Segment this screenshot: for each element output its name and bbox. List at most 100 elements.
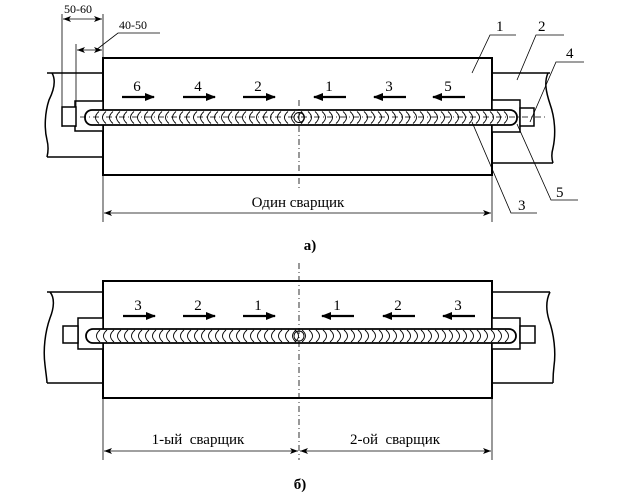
weld-ripple bbox=[434, 329, 439, 343]
weld-ripple bbox=[504, 329, 509, 343]
weld-ripple bbox=[131, 329, 136, 343]
weld-ripple bbox=[95, 111, 100, 124]
weld-ripple bbox=[215, 329, 220, 343]
pass-number: 6 bbox=[133, 79, 141, 95]
weld-ripple bbox=[349, 111, 354, 124]
weld-ripple bbox=[461, 111, 466, 124]
weld-ripple bbox=[328, 111, 333, 124]
left-clamp-bar bbox=[44, 72, 103, 158]
weld-ripple bbox=[249, 111, 254, 124]
left-clamp-bar bbox=[43, 291, 103, 384]
weld-ripple bbox=[385, 329, 390, 343]
weld-ripple bbox=[193, 111, 198, 124]
weld-ripple bbox=[158, 111, 163, 124]
weld-ripple bbox=[277, 111, 282, 124]
callout-label-2: 2 bbox=[538, 19, 546, 35]
callout-leader-4 bbox=[529, 61, 584, 123]
pass-number: 1 bbox=[333, 298, 341, 314]
weld-ripple bbox=[490, 329, 495, 343]
left-tab-small bbox=[62, 325, 79, 344]
weld-ripple bbox=[264, 329, 269, 343]
weld-ripple bbox=[138, 329, 143, 343]
weld-ripple bbox=[454, 111, 459, 124]
weld-ripple bbox=[398, 111, 403, 124]
weld-ripple bbox=[257, 329, 262, 343]
weld-ripple bbox=[278, 329, 283, 343]
weld-ripple bbox=[419, 111, 424, 124]
weld-ripple bbox=[208, 329, 213, 343]
weld-ripple bbox=[200, 111, 205, 124]
weld-ripple bbox=[475, 111, 480, 124]
weld-ripple bbox=[363, 111, 368, 124]
weld-ripple bbox=[391, 111, 396, 124]
weld-ripple bbox=[222, 329, 227, 343]
weld-ripple bbox=[186, 111, 191, 124]
pass-number: 3 bbox=[134, 298, 142, 314]
weld-ripple bbox=[399, 329, 404, 343]
callout-label-5: 5 bbox=[556, 185, 564, 201]
weld-ripple bbox=[187, 329, 192, 343]
right-clamp-bar bbox=[492, 291, 556, 384]
weld-ripple bbox=[335, 111, 340, 124]
weld-ripple bbox=[180, 329, 185, 343]
weld-ripple bbox=[370, 111, 375, 124]
weld-ripple bbox=[242, 111, 247, 124]
weld-ripple bbox=[172, 111, 177, 124]
pass-number: 1 bbox=[325, 79, 333, 95]
span-label-welder-1: 1-ый сварщик bbox=[152, 432, 245, 448]
weld-ripple bbox=[235, 111, 240, 124]
weld-ripple bbox=[314, 111, 319, 124]
weld-ripple bbox=[343, 329, 348, 343]
weld-ripple bbox=[315, 329, 320, 343]
weld-ripple bbox=[440, 111, 445, 124]
weld-ripple bbox=[236, 329, 241, 343]
weld-ripple bbox=[292, 329, 297, 343]
weld-ripple bbox=[321, 111, 326, 124]
callout-label-1: 1 bbox=[496, 19, 504, 35]
weld-ripple bbox=[441, 329, 446, 343]
weld-ripple bbox=[462, 329, 467, 343]
weld-ripple bbox=[214, 111, 219, 124]
weld-ripple bbox=[256, 111, 261, 124]
weld-ripple bbox=[165, 111, 170, 124]
pass-number: 2 bbox=[194, 298, 202, 314]
pass-number: 2 bbox=[394, 298, 402, 314]
weld-ripple bbox=[300, 111, 305, 124]
weld-ripple bbox=[294, 329, 299, 343]
weld-ripple bbox=[137, 111, 142, 124]
weld-ripple bbox=[476, 329, 481, 343]
weld-ripple bbox=[110, 329, 115, 343]
weld-ripple bbox=[405, 111, 410, 124]
weld-ripple bbox=[469, 329, 474, 343]
pass-number: 4 bbox=[194, 79, 202, 95]
weld-ripples bbox=[96, 329, 509, 343]
weld-ripple bbox=[356, 111, 361, 124]
weld-ripple bbox=[447, 111, 452, 124]
weld-ripple bbox=[263, 111, 268, 124]
weld-ripple bbox=[489, 111, 494, 124]
weld-ripple bbox=[194, 329, 199, 343]
callout-leader-5 bbox=[516, 123, 578, 201]
span-label-welder-2: 2-ой сварщик bbox=[350, 432, 441, 448]
weld-ripple bbox=[336, 329, 341, 343]
weld-ripple bbox=[455, 329, 460, 343]
weld-ripple bbox=[130, 111, 135, 124]
weld-ripple bbox=[496, 111, 501, 124]
weld-ripple bbox=[96, 329, 101, 343]
weld-ripple bbox=[427, 329, 432, 343]
callout-label-4: 4 bbox=[566, 46, 574, 62]
weld-ripple bbox=[271, 329, 276, 343]
weld-ripple bbox=[406, 329, 411, 343]
weld-ripple bbox=[420, 329, 425, 343]
weld-ripple bbox=[426, 111, 431, 124]
weld-ripple bbox=[102, 111, 107, 124]
weld-ripple bbox=[308, 329, 313, 343]
weld-ripple bbox=[329, 329, 334, 343]
weld-ripple bbox=[482, 111, 487, 124]
weld-ripple bbox=[342, 111, 347, 124]
